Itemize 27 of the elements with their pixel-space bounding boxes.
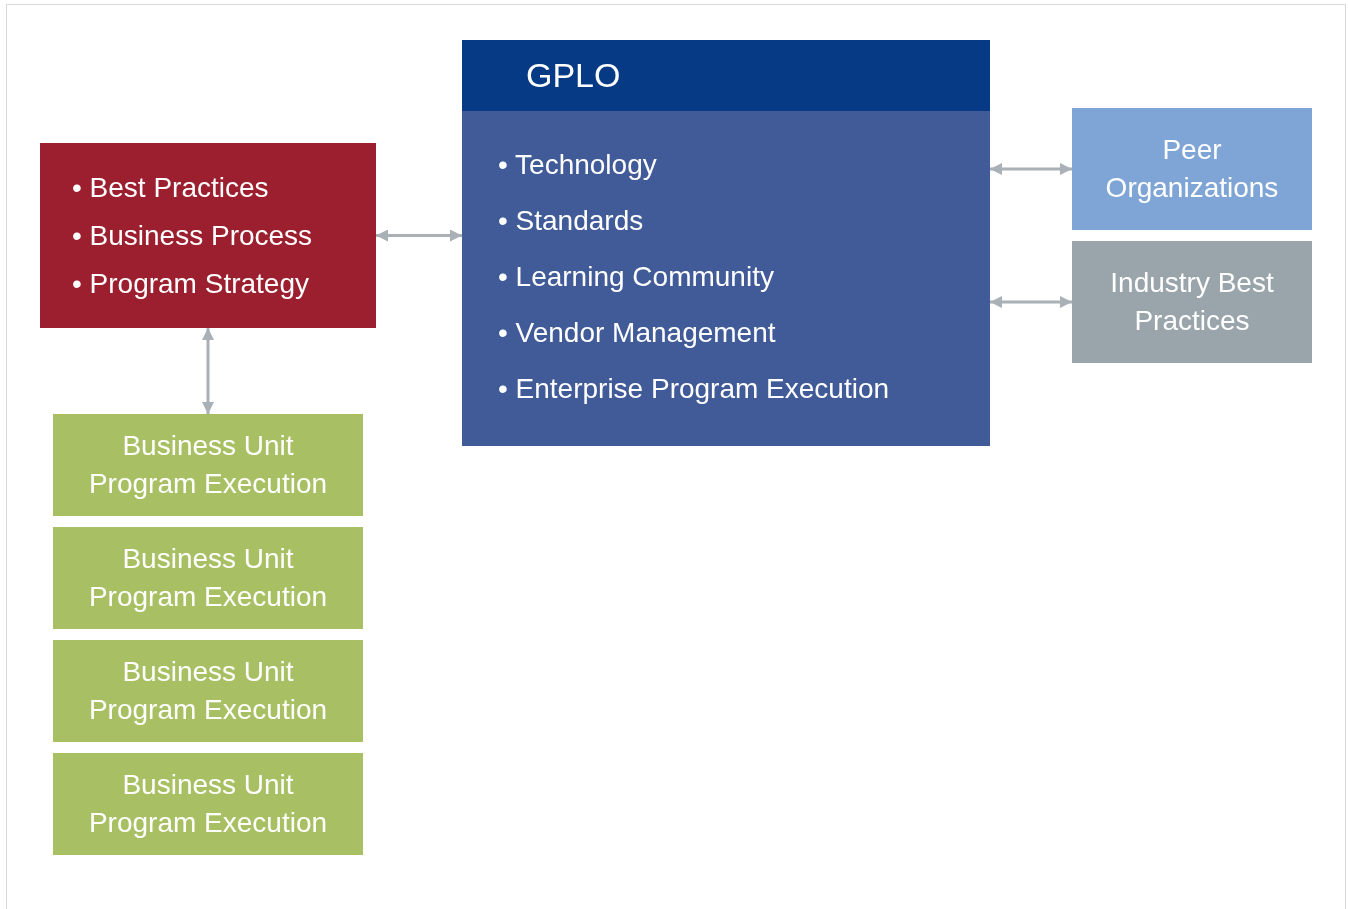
process-box — [53, 640, 363, 742]
process-box — [53, 753, 363, 855]
process-box — [1072, 108, 1312, 230]
bullet-item: • Program Strategy — [72, 266, 310, 301]
bullet-item: • Best Practices — [72, 170, 270, 205]
box-label: Peer Organizations — [1104, 133, 1280, 205]
box-label: Business Unit Program Execution — [87, 542, 329, 614]
box-label: Business Unit Program Execution — [87, 768, 329, 840]
double-arrow — [376, 229, 462, 242]
bullet-item: • Technology — [498, 148, 658, 182]
box-label: Business Unit Program Execution — [87, 429, 329, 501]
bullet-list-box — [40, 143, 376, 328]
double-arrow — [202, 328, 214, 414]
double-arrow — [990, 296, 1072, 308]
bullet-item: • Enterprise Program Execution — [498, 372, 891, 406]
process-box — [1072, 241, 1312, 363]
double-arrow — [990, 163, 1072, 175]
bullet-item: • Learning Community — [498, 260, 775, 294]
gplo-panel — [462, 40, 990, 446]
bullet-item: • Vendor Management — [498, 316, 777, 350]
process-box — [53, 527, 363, 629]
panel-header: GPLO — [462, 40, 990, 111]
bullet-item: • Business Process — [72, 218, 313, 253]
process-box — [53, 414, 363, 516]
bullet-item: • Standards — [498, 204, 645, 238]
box-label: Business Unit Program Execution — [87, 655, 329, 727]
box-label: Industry Best Practices — [1109, 266, 1275, 338]
